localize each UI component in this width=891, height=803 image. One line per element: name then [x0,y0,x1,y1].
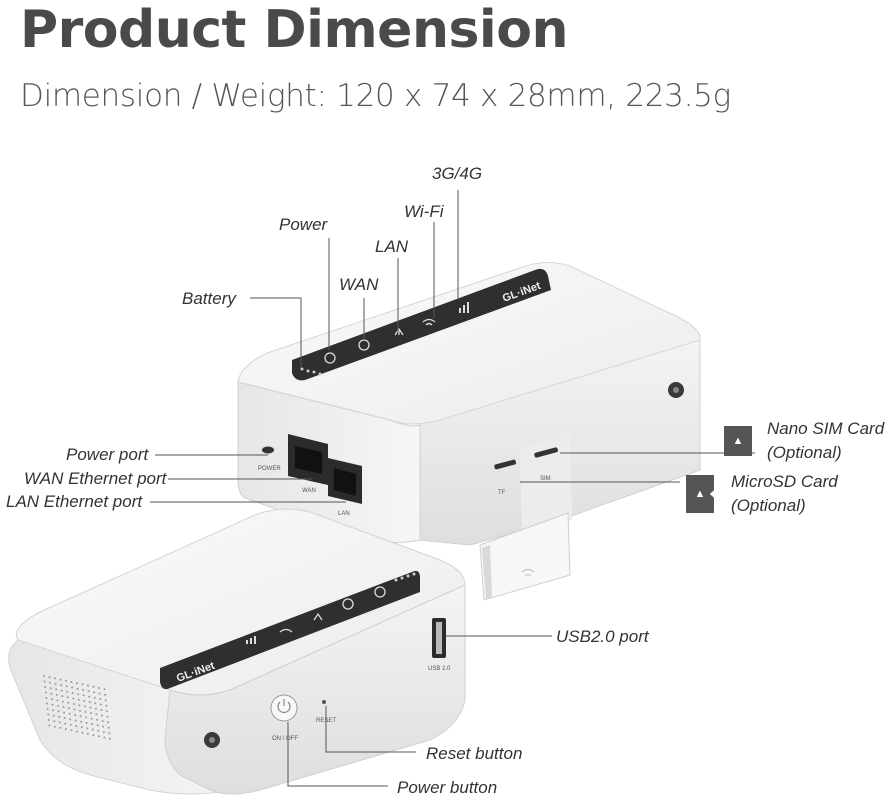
power-button-shape [270,694,298,722]
callout-microsd: MicroSD Card [731,472,838,491]
callout-power-port: Power port [66,445,149,464]
lan-jack-label: LAN [338,511,350,517]
page-subtitle: Dimension / Weight: 120 x 74 x 28mm, 223… [20,78,731,114]
callout-microsd-optional: (Optional) [731,496,806,515]
callout-wifi: Wi-Fi [404,202,444,221]
sim-slot [534,447,558,458]
callout-nano-sim: Nano SIM Card [767,419,885,438]
nano-sim-icon: ▲ [724,426,752,456]
on-off-label: ON / OFF [272,736,298,742]
callout-wan-port: WAN Ethernet port [24,469,167,488]
callout-3g4g: 3G/4G [432,164,483,183]
callout-reset: Reset button [426,744,523,763]
sim-slot-label: SIM [540,476,551,482]
power-led-icon [324,352,336,364]
led-panel-upper [292,268,551,381]
power-jack [262,446,274,454]
callout-nano-sim-optional: (Optional) [767,443,842,462]
battery-leds [300,367,322,376]
microsd-slot [494,459,516,470]
callout-usb: USB2.0 port [556,627,649,646]
signal-led-icon [459,302,469,313]
lower-device: GL·iNet USB 2.0 ON / OFF RESET [8,508,466,795]
wifi-led-icon [422,318,436,326]
upper-device: GL·iNet POWER WAN LAN TF SIM [237,262,701,601]
callout-lan-port: LAN Ethernet port [6,492,143,511]
reset-hole [322,700,326,704]
power-jack-label: POWER [258,466,281,472]
page-title: Product Dimension [20,0,569,60]
tf-slot-label: TF [498,490,506,496]
lan-led-icon [394,327,404,336]
wan-jack-label: WAN [302,488,316,494]
callout-battery: Battery [182,289,236,308]
callout-wan: WAN [339,275,379,294]
callout-power-button: Power button [397,778,498,797]
callout-lan: LAN [375,237,409,256]
vent-grid [43,675,111,740]
microsd-icon: ▲ [686,475,714,513]
callout-lines [150,190,755,787]
callout-power: Power [279,215,328,234]
usb-jack-label: USB 2.0 [428,666,451,672]
